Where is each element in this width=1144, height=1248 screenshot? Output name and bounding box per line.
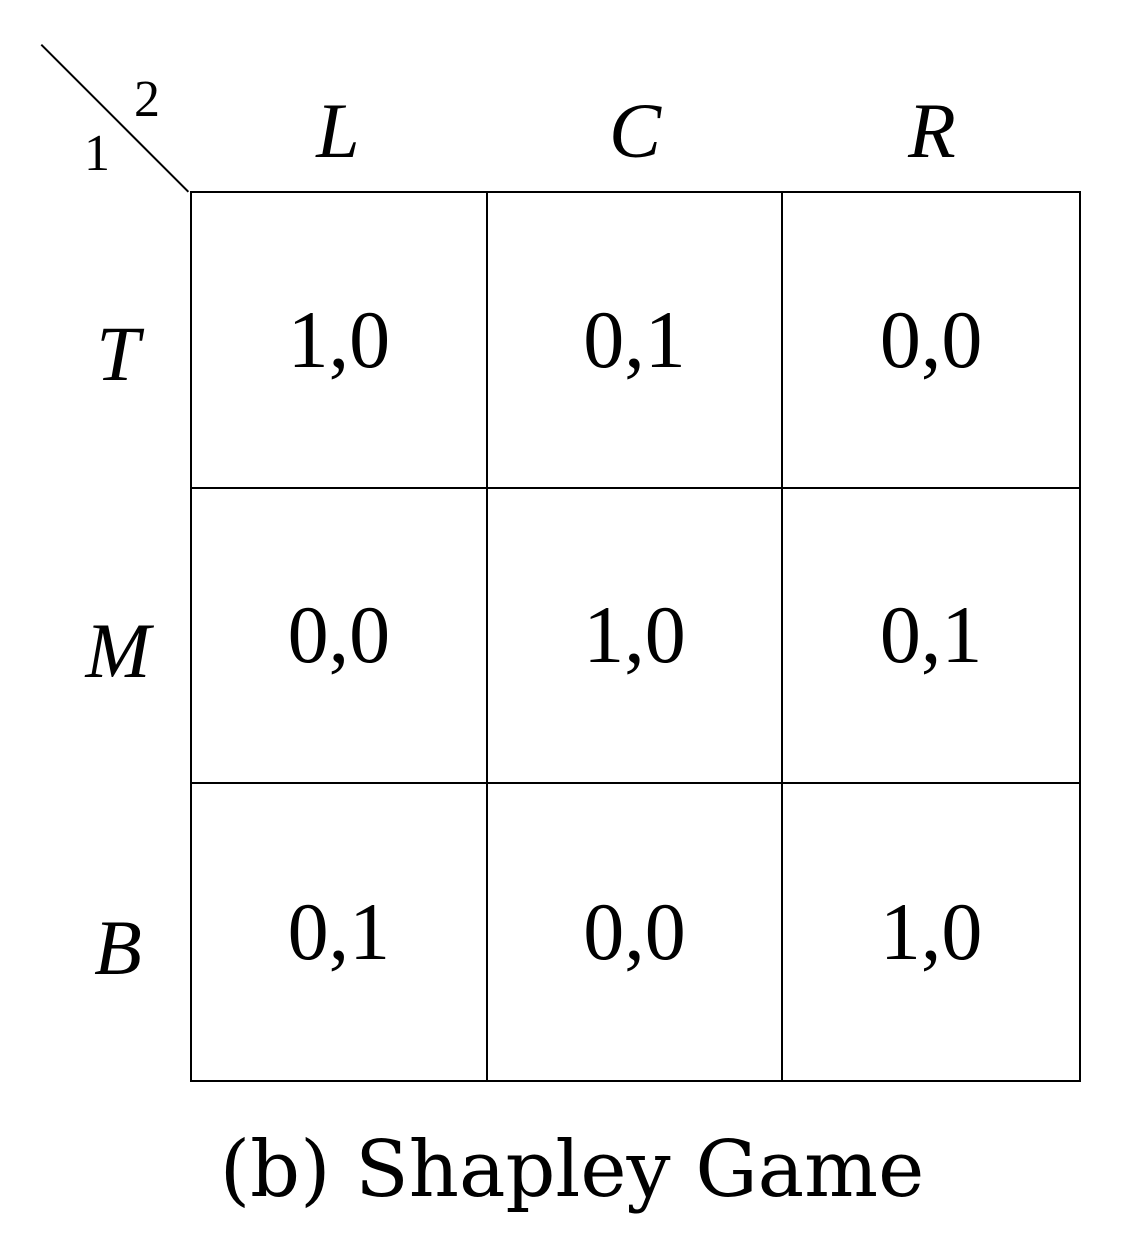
payoff-cell-t-r: 0,0 [783,193,1079,489]
figure-caption: (b) Shapley Game [219,1125,925,1215]
payoff-cell-b-l: 0,1 [192,784,488,1080]
row-strategy-t: T [96,310,140,397]
payoff-cell-t-l: 1,0 [192,193,488,489]
payoff-cell-b-r: 1,0 [879,886,983,978]
row-player-label: 1 [84,125,110,182]
player-divider-line [40,44,190,193]
column-player-label: 2 [134,71,160,128]
payoff-cell-m-l: 0,0 [192,488,488,785]
column-strategy-c: C [608,87,662,174]
payoff-cell-t-c: 0,1 [487,193,784,489]
row-strategy-b: B [94,904,142,991]
column-strategy-r: R [908,87,956,174]
payoff-cell-m-c: 1,0 [487,488,784,785]
payoff-grid: 1,0 0,1 0,0 0,0 1,0 0,1 0,1 0,0 1,0 [190,191,1081,1082]
column-strategy-l: L [316,87,360,174]
payoff-cell-m-r: 0,1 [783,489,1079,785]
row-strategy-m: M [85,607,151,694]
payoff-cell-b-c: 0,0 [488,784,784,1080]
